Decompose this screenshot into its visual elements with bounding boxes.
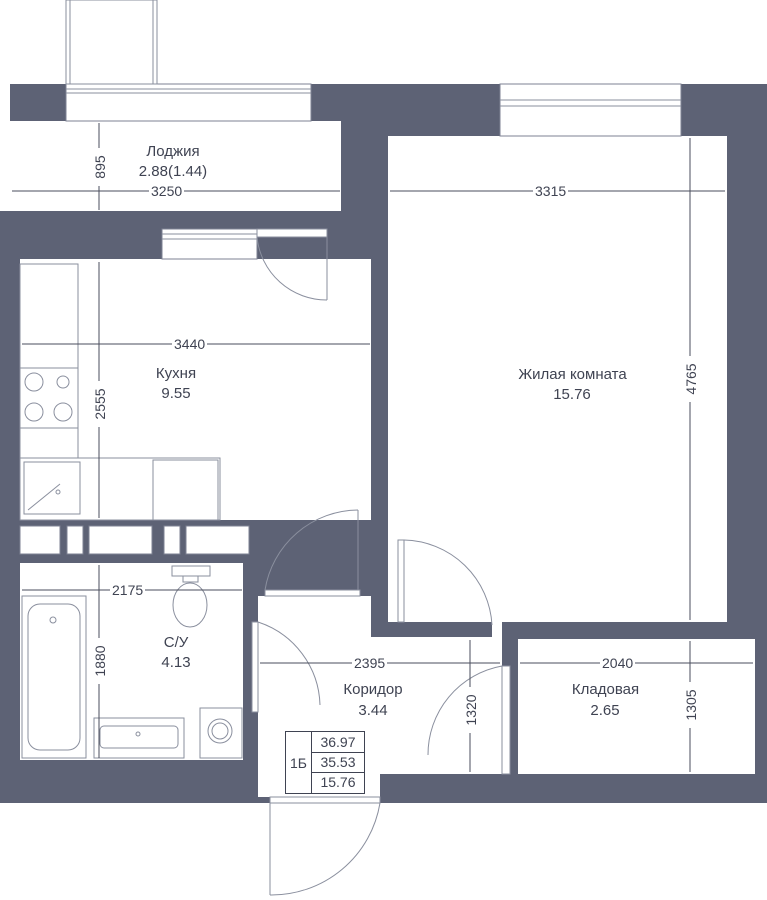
exterior-wall [0, 84, 767, 803]
room-area-bathroom: 4.13 [161, 654, 191, 671]
fixtures [19, 263, 243, 759]
dim-living-width: 3315 [533, 183, 569, 199]
sink-drain-icon [55, 489, 61, 495]
room-name-living: Жилая комната [518, 366, 627, 383]
room-name-corridor: Коридор [343, 681, 403, 698]
walls [0, 84, 767, 803]
windows [19, 83, 682, 555]
fridge [152, 459, 219, 521]
doors [251, 228, 511, 896]
total-area: 36.97 [312, 732, 364, 753]
dim-corridor-width: 2395 [352, 655, 388, 671]
room-area-kitchen: 9.55 [161, 385, 191, 402]
area-summary-table: 1Б 36.97 35.53 15.76 [285, 731, 365, 794]
room-name-storage: Кладовая [571, 681, 640, 698]
burner-icon [24, 372, 44, 392]
room-name-loggia: Лоджия [146, 143, 200, 160]
dim-kitchen-width: 3440 [172, 336, 208, 352]
toilet-bowl [172, 582, 208, 628]
tub-drain-icon [49, 616, 57, 624]
room-area-living: 15.76 [553, 386, 591, 403]
kitchen-counter [19, 263, 79, 459]
dim-kitchen-depth: 2555 [92, 381, 108, 427]
living-window [499, 83, 682, 137]
room-name-kitchen: Кухня [155, 365, 197, 382]
dim-corridor-depth: 1320 [463, 687, 479, 733]
living-area: 15.76 [320, 774, 356, 790]
dim-loggia-width: 3250 [149, 183, 185, 199]
toilet-tank [171, 565, 211, 577]
apartment-type: 1Б [286, 732, 312, 793]
room-name-bathroom: С/У [163, 634, 189, 651]
dim-loggia-depth: 895 [92, 148, 108, 186]
loggia-window [65, 83, 312, 122]
room-area-storage: 2.65 [590, 702, 620, 719]
dim-living-depth: 4765 [683, 356, 699, 402]
dim-bath-width: 2175 [110, 582, 146, 598]
dim-storage-depth: 1305 [683, 682, 699, 728]
room-area-corridor: 3.44 [358, 702, 388, 719]
dim-bath-depth: 1880 [92, 638, 108, 684]
loggia-balcony-frame [65, 0, 158, 85]
kitchen-wall-openings [19, 525, 61, 555]
dim-storage-width: 2040 [600, 655, 636, 671]
room-area-loggia: 2.88(1.44) [138, 163, 208, 180]
net-area: 35.53 [312, 752, 364, 773]
